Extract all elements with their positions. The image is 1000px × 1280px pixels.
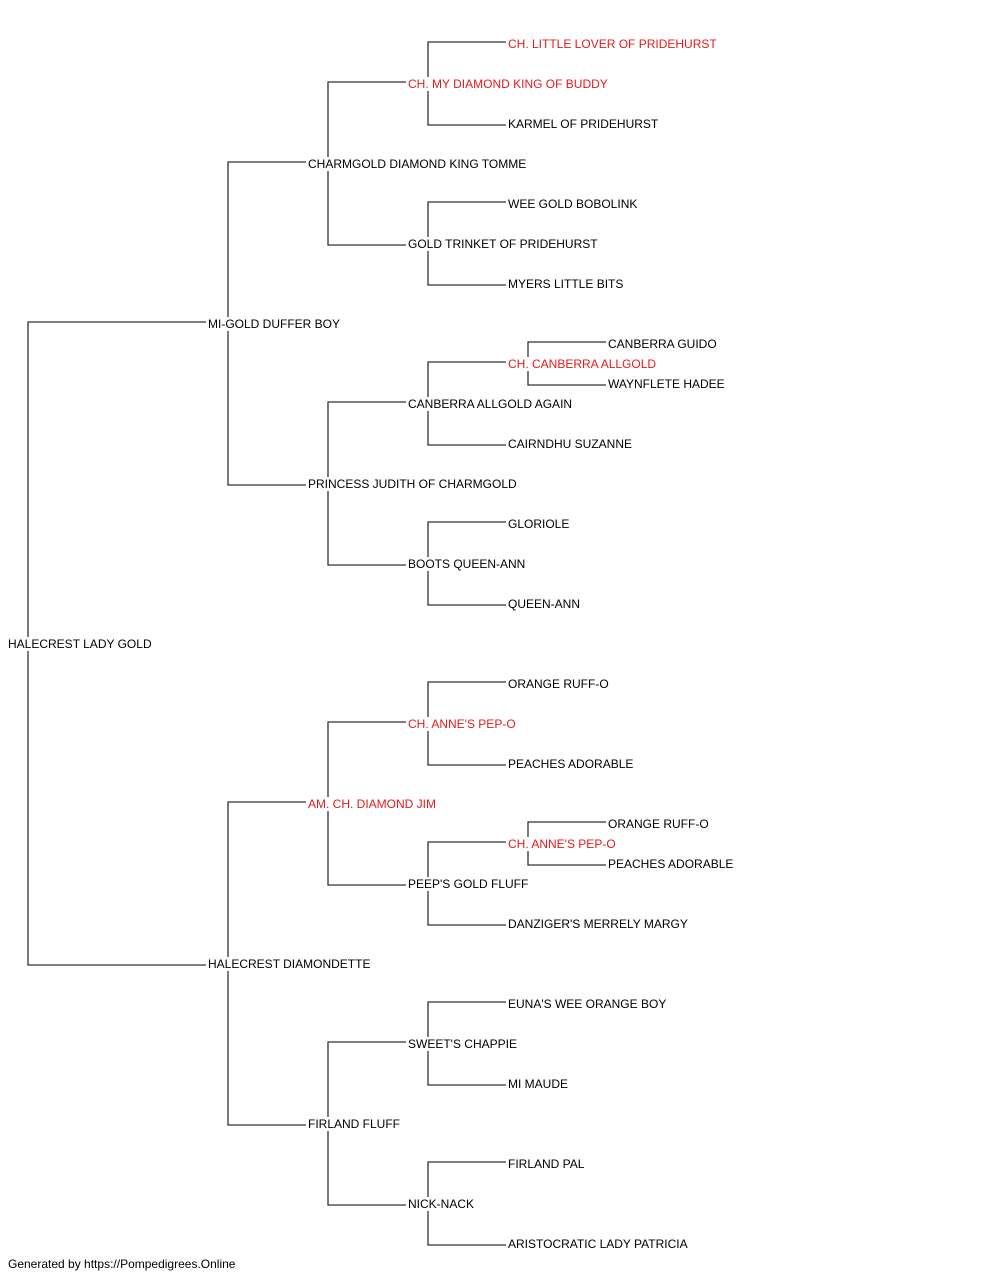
dog-gen4-sdsd: CAIRNDHU SUZANNE xyxy=(508,437,635,451)
dog-subject: HALECREST LADY GOLD xyxy=(8,637,154,651)
dog-gen4-ssss: CH. LITTLE LOVER OF PRIDEHURST xyxy=(508,37,719,51)
dog-gen3-sds: CANBERRA ALLGOLD AGAIN xyxy=(408,397,575,411)
dog-gen3-ddd: NICK-NACK xyxy=(408,1197,477,1211)
dog-sire-sire: CHARMGOLD DIAMOND KING TOMME xyxy=(308,157,529,171)
dog-sire: MI-GOLD DUFFER BOY xyxy=(208,317,343,331)
dog-dam: HALECREST DIAMONDETTE xyxy=(208,957,373,971)
dog-gen4-dsdd: DANZIGER'S MERRELY MARGY xyxy=(508,917,690,931)
dog-gen4-sssd: KARMEL OF PRIDEHURST xyxy=(508,117,661,131)
footer-credit: Generated by https://Pompedigrees.Online xyxy=(8,1257,236,1271)
dog-gen3-dds: SWEET'S CHAPPIE xyxy=(408,1037,519,1051)
dog-gen5-dsdss: ORANGE RUFF-O xyxy=(608,817,711,831)
dog-gen4-sddd: QUEEN-ANN xyxy=(508,597,583,611)
dog-dam-dam: FIRLAND FLUFF xyxy=(308,1117,403,1131)
dog-gen4-sdds: GLORIOLE xyxy=(508,517,572,531)
dog-gen4-dsds: CH. ANNE'S PEP-O xyxy=(508,837,618,851)
dog-gen3-dss: CH. ANNE'S PEP-O xyxy=(408,717,518,731)
dog-gen5-sdssd: WAYNFLETE HADEE xyxy=(608,377,727,391)
dog-sire-dam: PRINCESS JUDITH OF CHARMGOLD xyxy=(308,477,519,491)
dog-gen3-sss: CH. MY DIAMOND KING OF BUDDY xyxy=(408,77,610,91)
dog-gen4-ddss: EUNA'S WEE ORANGE BOY xyxy=(508,997,669,1011)
dog-gen4-ssds: WEE GOLD BOBOLINK xyxy=(508,197,640,211)
dog-dam-sire: AM. CH. DIAMOND JIM xyxy=(308,797,438,811)
dog-gen4-ddsd: MI MAUDE xyxy=(508,1077,570,1091)
dog-gen3-sdd: BOOTS QUEEN-ANN xyxy=(408,557,528,571)
dog-gen3-dsd: PEEP'S GOLD FLUFF xyxy=(408,877,531,891)
dog-gen4-dddd: ARISTOCRATIC LADY PATRICIA xyxy=(508,1237,690,1251)
dog-gen5-sdsss: CANBERRA GUIDO xyxy=(608,337,719,351)
dog-gen5-dsdsd: PEACHES ADORABLE xyxy=(608,857,736,871)
dog-gen4-dssd: PEACHES ADORABLE xyxy=(508,757,636,771)
dog-gen4-dsss: ORANGE RUFF-O xyxy=(508,677,611,691)
dog-gen4-ddds: FIRLAND PAL xyxy=(508,1157,587,1171)
dog-gen4-sdss: CH. CANBERRA ALLGOLD xyxy=(508,357,659,371)
dog-gen3-ssd: GOLD TRINKET OF PRIDEHURST xyxy=(408,237,600,251)
dog-gen4-ssdd: MYERS LITTLE BITS xyxy=(508,277,626,291)
